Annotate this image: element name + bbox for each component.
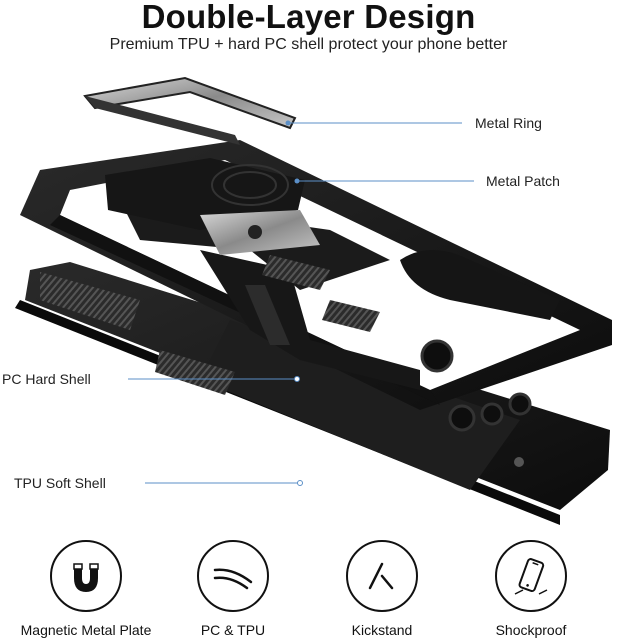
callout-pc-hard-shell: PC Hard Shell [2,371,91,387]
tpu-soft-shell [15,262,610,525]
metal-patch [105,158,320,255]
layers-curve-icon [213,568,253,590]
feature-circle [346,540,418,612]
callout-lines [128,120,474,486]
feature-circle [50,540,122,612]
callout-tpu-soft-shell: TPU Soft Shell [14,475,106,491]
feature-circle [197,540,269,612]
metal-ring [83,76,297,145]
feature-shockproof: Shockproof [456,540,606,638]
feature-label: Kickstand [351,622,413,638]
magnet-icon [73,563,99,592]
page-subtitle: Premium TPU + hard PC shell protect your… [109,36,508,53]
feature-kickstand: Kickstand [307,540,457,638]
feature-label: Magnetic Metal Plate [20,622,152,638]
shockproof-phone-icon [514,558,548,595]
page-title: Double-Layer Design [141,0,476,35]
callout-metal-patch: Metal Patch [486,173,560,189]
feature-pc-tpu: PC & TPU [158,540,308,638]
kickstand-icon [368,562,394,590]
feature-label: Shockproof [495,622,567,638]
feature-circle [495,540,567,612]
feature-magnetic-metal-plate: Magnetic Metal Plate [11,540,161,638]
feature-label: PC & TPU [200,622,266,638]
callout-metal-ring: Metal Ring [475,115,542,131]
